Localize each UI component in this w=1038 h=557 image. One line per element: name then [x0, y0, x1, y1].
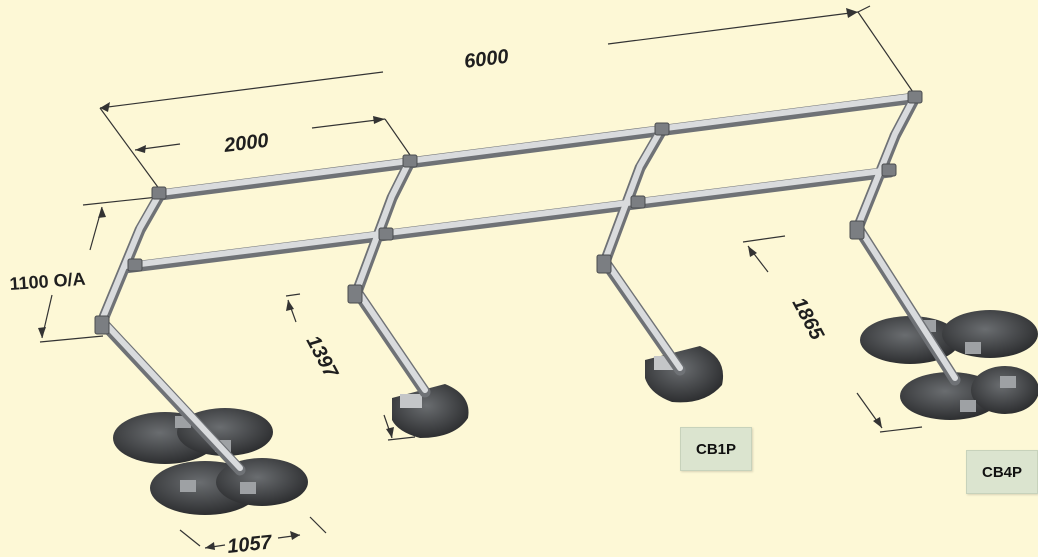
cb4p-label: CB4P	[966, 450, 1038, 494]
left-quad-base	[113, 408, 308, 515]
rails	[95, 92, 961, 476]
dim-1865: 1865	[788, 294, 829, 344]
dim-1057: 1057	[226, 531, 273, 557]
base-plates	[113, 310, 1038, 515]
dim-6000: 6000	[463, 46, 510, 73]
fittings	[94, 90, 923, 335]
dimension-arrows	[38, 8, 882, 550]
middle-single-base	[392, 384, 469, 438]
dim-1100: 1100 O/A	[9, 269, 86, 294]
dim-2000: 2000	[222, 130, 270, 157]
cb1p-label: CB1P	[680, 427, 752, 471]
dim-1397: 1397	[302, 332, 343, 382]
right-single-base	[645, 346, 724, 403]
